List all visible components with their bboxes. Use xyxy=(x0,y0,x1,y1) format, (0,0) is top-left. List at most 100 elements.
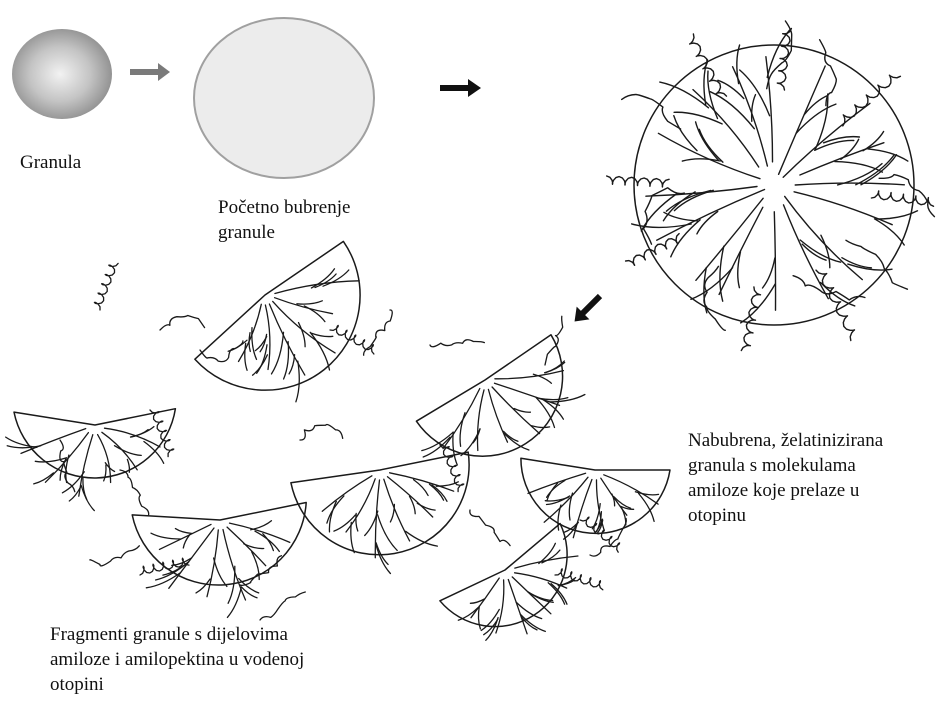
amylopectin-branch xyxy=(674,116,697,151)
amylopectin-branch xyxy=(710,92,754,129)
amylopectin-branch xyxy=(322,476,372,512)
swollen-granule-label: Nabubrena, želatinizirana granula s mole… xyxy=(688,428,883,528)
arrow-down-left-icon xyxy=(568,290,606,328)
amylopectin-branch xyxy=(802,244,826,260)
amylopectin-branch xyxy=(868,149,908,161)
fragment-wedge xyxy=(195,241,360,390)
amylopectin-branch xyxy=(284,342,289,380)
amylopectin-branch xyxy=(230,523,290,542)
amylopectin-branch xyxy=(821,235,830,268)
amylopectin-branch xyxy=(784,205,829,299)
amylopectin-branch xyxy=(417,503,435,510)
amylopectin-branch xyxy=(98,435,111,483)
amylopectin-branch xyxy=(346,479,375,532)
amylopectin-branch xyxy=(251,521,272,530)
amylose-chain xyxy=(741,287,760,351)
amylopectin-branch xyxy=(207,530,218,597)
granule-shape xyxy=(12,29,112,119)
amylopectin-branch xyxy=(495,371,564,379)
amylopectin-branch xyxy=(296,361,299,402)
arrow-right-icon xyxy=(130,63,170,81)
amylopectin-branch xyxy=(105,428,161,447)
amylopectin-branch xyxy=(691,268,733,300)
amylopectin-branch xyxy=(253,355,268,375)
amylose-chain xyxy=(364,310,393,355)
amylose-chain xyxy=(160,316,205,331)
amylopectin-branch xyxy=(453,432,457,465)
amylopectin-branch xyxy=(131,430,148,438)
amylopectin-branch xyxy=(249,333,250,352)
amylopectin-branch xyxy=(390,473,454,491)
amylopectin-branch xyxy=(223,530,246,601)
amylopectin-branch xyxy=(738,252,741,288)
granule-fragments xyxy=(6,241,670,640)
granule-label: Granula xyxy=(20,150,81,175)
amylopectin-branch xyxy=(378,515,398,551)
amylose-chain xyxy=(300,424,343,440)
fragments-label: Fragmenti granule s dijelovima amiloze i… xyxy=(50,622,304,697)
amylose-chain xyxy=(626,234,680,266)
amylopectin-branch xyxy=(351,522,354,552)
amylose-chain xyxy=(816,270,855,340)
amylopectin-branch xyxy=(658,133,760,178)
amylopectin-branch xyxy=(516,602,542,619)
amylopectin-branch xyxy=(390,504,394,522)
amylopectin-branch xyxy=(539,398,568,400)
amylopectin-branch xyxy=(175,529,192,534)
amylopectin-branch xyxy=(573,480,592,538)
amylose-chain xyxy=(430,340,484,347)
amylopectin-branch xyxy=(569,493,572,520)
amylopectin-branch xyxy=(544,477,588,522)
amylopectin-branch xyxy=(492,387,539,434)
amylopectin-branch xyxy=(227,587,241,617)
amylopectin-branch xyxy=(515,556,578,568)
amylopectin-branch xyxy=(719,207,763,294)
amylopectin-branch xyxy=(674,112,722,124)
amylopectin-branch xyxy=(863,132,884,151)
amylopectin-branch xyxy=(639,494,655,522)
amylose-chain xyxy=(260,592,305,620)
amylose-chain xyxy=(330,325,374,354)
amylopectin-branch xyxy=(835,162,883,173)
arrow-right-icon xyxy=(440,79,481,97)
amylopectin-branch xyxy=(641,194,677,232)
amylopectin-branch xyxy=(6,437,37,447)
amylopectin-branch xyxy=(612,494,615,506)
amylopectin-branch xyxy=(272,332,284,374)
amylopectin-branch xyxy=(720,246,724,301)
amylopectin-branch xyxy=(841,139,859,159)
amylopectin-branch xyxy=(159,524,211,549)
amylopectin-branch xyxy=(214,558,227,586)
amylose-chain xyxy=(607,176,669,187)
amylose-chain xyxy=(120,470,149,515)
amylopectin-branch xyxy=(275,298,333,314)
amylose-chain xyxy=(90,546,139,566)
fragment-wedge xyxy=(132,503,306,586)
amylopectin-branch xyxy=(741,284,776,323)
amylopectin-branch xyxy=(227,527,266,566)
amylose-chain xyxy=(94,263,118,310)
amylopectin-branch xyxy=(779,66,826,174)
amylopectin-branch xyxy=(795,183,904,185)
amylose-chain xyxy=(871,191,933,206)
amylopectin-branch xyxy=(34,473,54,484)
amylopectin-branch xyxy=(289,355,295,374)
amylopectin-branch xyxy=(604,475,658,504)
amylopectin-branch xyxy=(104,465,106,481)
amylopectin-branch xyxy=(477,390,484,451)
amylose-chain xyxy=(470,510,510,546)
amylopectin-branch xyxy=(311,333,333,336)
amylopectin-branch xyxy=(297,301,322,304)
amylopectin-branch xyxy=(496,580,504,633)
fragment-wedge xyxy=(14,409,175,478)
amylose-chain xyxy=(622,95,681,130)
amylopectin-branch xyxy=(151,533,181,539)
amylopectin-branch xyxy=(682,159,720,161)
swollen-granule-shape xyxy=(194,18,374,178)
amylose-chain xyxy=(879,175,934,217)
gelatinized-granule xyxy=(607,21,935,351)
amylose-chain xyxy=(200,341,243,362)
amylopectin-branch xyxy=(763,258,775,288)
